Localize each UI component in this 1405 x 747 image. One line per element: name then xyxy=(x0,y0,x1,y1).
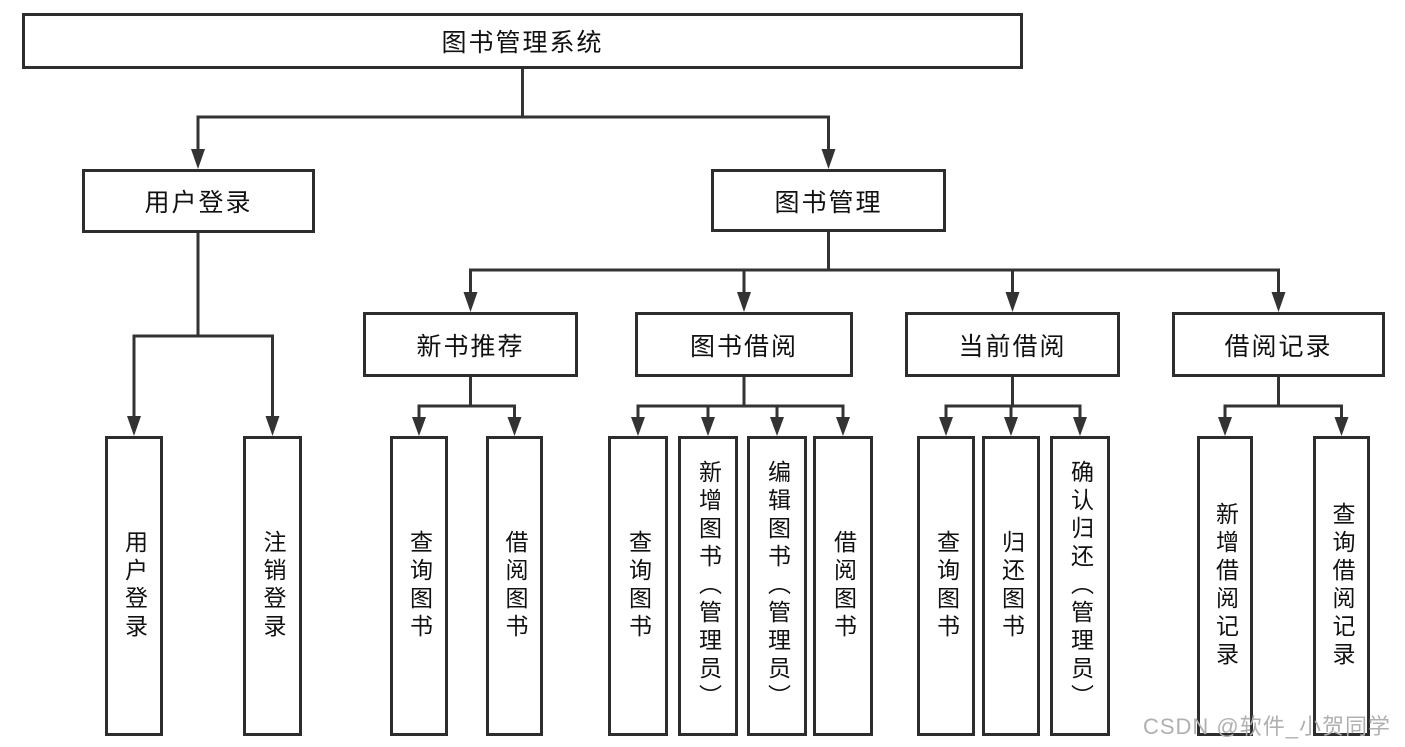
connector-book-management-to-level3 xyxy=(463,232,1286,312)
leaf-user-login: 用户登录 xyxy=(105,436,163,736)
connector-borrow-records-to-children xyxy=(1218,377,1349,436)
leaf-confirm-return-admin: 确认归还（管理员） xyxy=(1050,436,1110,736)
leaf-query-books-borrow: 查询图书 xyxy=(608,436,668,736)
node-book-management: 图书管理 xyxy=(711,169,946,232)
csdn-watermark: CSDN @软件_小贺同学 xyxy=(1142,714,1391,739)
node-borrow-records: 借阅记录 xyxy=(1172,312,1385,377)
leaf-query-books-recommend: 查询图书 xyxy=(390,436,448,736)
leaf-return-books: 归还图书 xyxy=(982,436,1040,736)
leaf-add-borrow-record: 新增借阅记录 xyxy=(1197,436,1253,736)
leaf-logout: 注销登录 xyxy=(243,436,302,736)
node-book-borrow: 图书借阅 xyxy=(635,312,853,377)
node-current-borrow: 当前借阅 xyxy=(905,312,1120,377)
connector-user-login-to-children xyxy=(127,233,280,436)
leaf-edit-books-admin: 编辑图书（管理员） xyxy=(747,436,807,736)
connector-current-borrow-to-children xyxy=(939,377,1087,436)
leaf-query-books-current: 查询图书 xyxy=(917,436,975,736)
connector-new-book-recommend-to-children xyxy=(412,377,522,436)
leaf-borrow-books-recommend: 借阅图书 xyxy=(486,436,543,736)
connector-root-to-level2 xyxy=(191,69,836,169)
connector-book-borrow-to-children xyxy=(631,377,850,436)
leaf-borrow-books-borrow: 借阅图书 xyxy=(813,436,873,736)
leaf-query-borrow-record: 查询借阅记录 xyxy=(1313,436,1370,736)
node-root: 图书管理系统 xyxy=(22,13,1023,69)
leaf-add-books-admin: 新增图书（管理员） xyxy=(678,436,738,736)
node-new-book-recommend: 新书推荐 xyxy=(363,312,578,377)
node-user-login: 用户登录 xyxy=(82,169,315,233)
